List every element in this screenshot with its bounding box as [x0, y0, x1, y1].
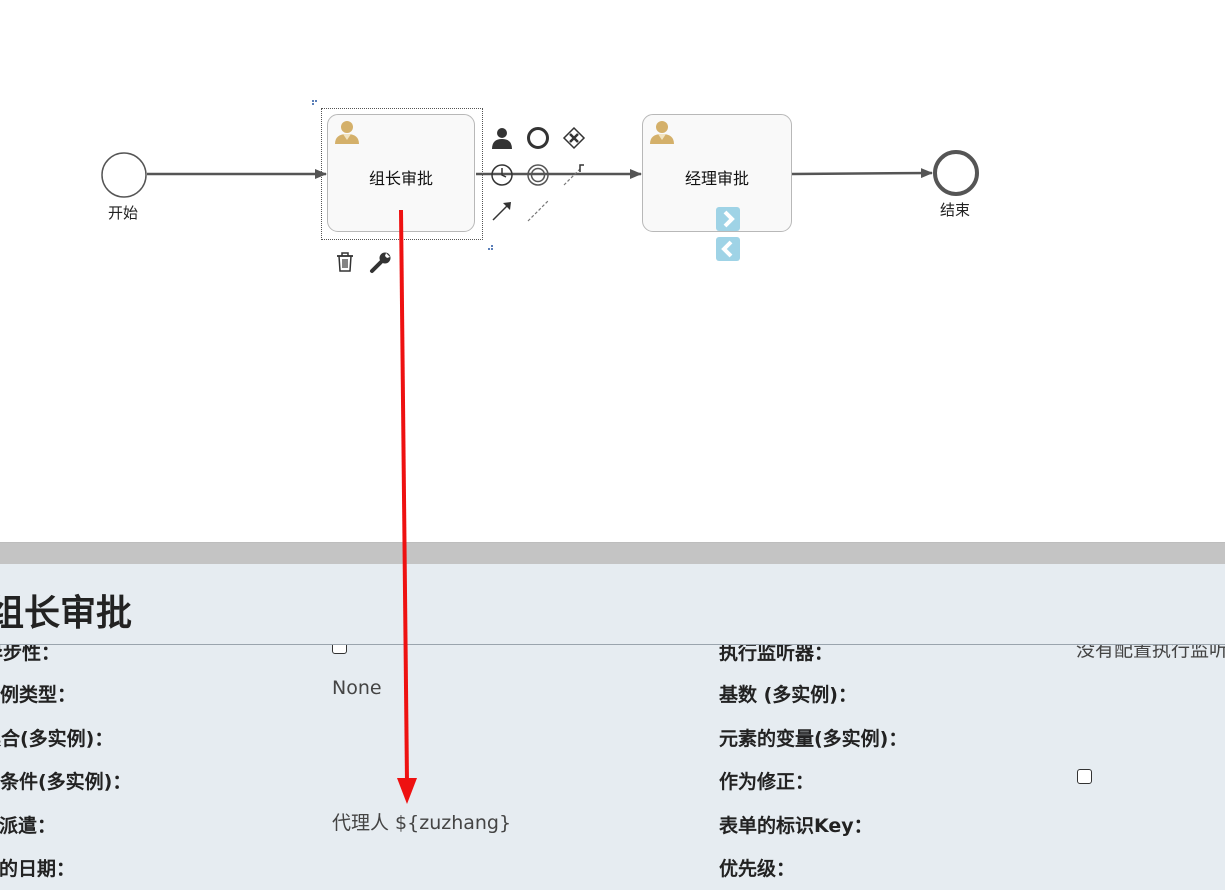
prop-label-due-date: 到期的日期：	[0, 858, 76, 880]
wrench-icon[interactable]	[369, 250, 393, 274]
boundary-event-icon[interactable]	[526, 163, 550, 187]
text-annotation-icon[interactable]	[562, 163, 586, 187]
prop-label-execution-listeners: 执行监听器：	[719, 645, 834, 664]
prop-value-assignment[interactable]: 代理人 ${zuzhang}	[332, 812, 512, 834]
prop-label-priority: 优先级：	[719, 858, 796, 880]
prop-label-cardinality: 基数 (多实例)：	[719, 684, 857, 706]
prop-value-multi-instance-type[interactable]: None	[332, 677, 382, 699]
chevron-left-icon[interactable]	[716, 237, 740, 261]
user-icon	[649, 119, 675, 149]
sequence-flow-manager-to-end[interactable]	[791, 168, 933, 179]
prop-label-collection: 集合(多实例)：	[0, 728, 114, 750]
start-event-label: 开始	[108, 204, 139, 222]
exclusive-gateway-icon[interactable]	[562, 126, 586, 150]
sequence-flow-icon[interactable]	[490, 199, 514, 223]
panel-splitter[interactable]	[0, 542, 1225, 565]
prop-label-element-variable: 元素的变量(多实例)：	[719, 728, 908, 750]
prop-label-assignment: 任务派遣：	[0, 815, 57, 837]
bpmn-canvas[interactable]: 开始 结束 组长审批	[0, 0, 1225, 542]
prop-label-form-key: 表单的标识Key：	[719, 815, 873, 837]
flow-layer	[101, 150, 979, 198]
start-event[interactable]	[101, 152, 147, 198]
panel-divider	[0, 644, 1225, 645]
user-icon	[334, 119, 360, 149]
prop-value-execution-listeners[interactable]: 没有配置执行监听器	[1076, 645, 1225, 661]
intermediate-event-icon[interactable]	[490, 163, 514, 187]
end-event-label: 结束	[940, 201, 971, 219]
properties-list[interactable]: 异步性： 多实例类型： None 集合(多实例)： 完成条件(多实例)： 任务派…	[0, 645, 1225, 890]
property-panel: 组长审批 异步性： 多实例类型： None 集合(多实例)： 完成条件(多实例)…	[0, 564, 1225, 890]
task-label: 组长审批	[368, 169, 433, 188]
task-label: 经理审批	[684, 169, 749, 188]
selection-outline	[321, 108, 483, 240]
prop-label-is-for-compensation: 作为修正：	[719, 771, 815, 793]
panel-title: 组长审批	[0, 593, 133, 634]
prop-label-completion-condition: 完成条件(多实例)：	[0, 771, 132, 793]
end-event-icon[interactable]	[526, 126, 550, 150]
compensation-checkbox[interactable]	[1077, 769, 1092, 784]
chevron-right-icon[interactable]	[716, 207, 740, 231]
end-event[interactable]	[933, 150, 979, 196]
prop-label-async: 异步性：	[0, 645, 61, 664]
user-task-icon[interactable]	[490, 126, 514, 150]
prop-label-multi-instance-type: 多实例类型：	[0, 684, 77, 706]
resize-handle-top-left[interactable]	[312, 100, 317, 105]
resize-handle-bottom-right[interactable]	[488, 245, 493, 250]
async-checkbox[interactable]	[332, 645, 347, 654]
association-icon[interactable]	[526, 199, 550, 223]
trash-icon[interactable]	[333, 250, 357, 274]
